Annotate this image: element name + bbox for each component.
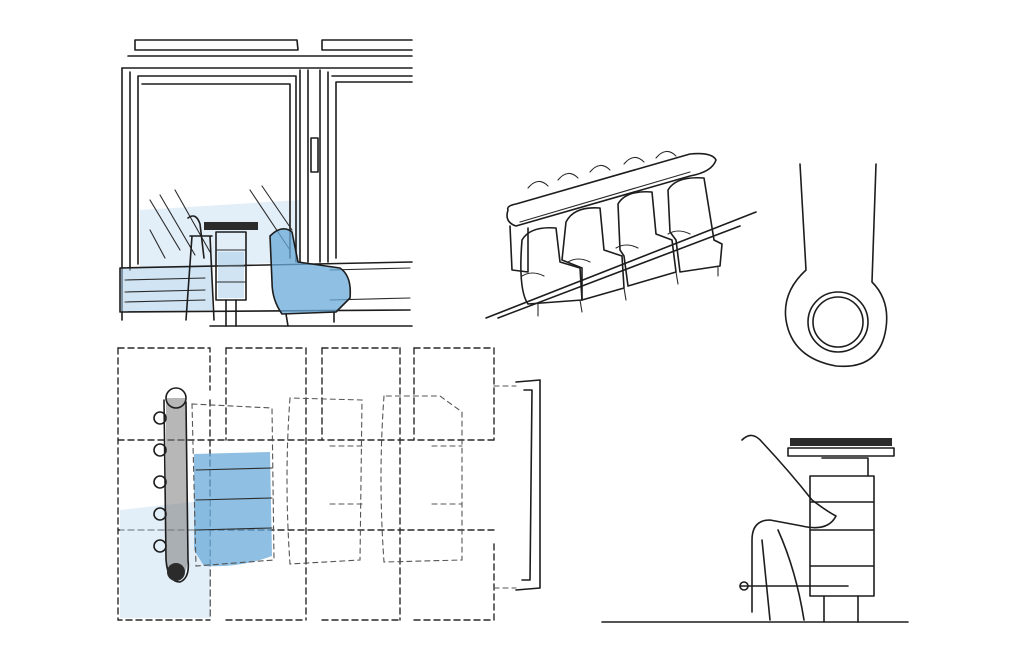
bar-table-pedestal xyxy=(215,231,247,301)
seat-rows xyxy=(191,395,463,567)
door-handle xyxy=(310,137,319,173)
stool-legs xyxy=(761,529,805,621)
counter-end-bottom xyxy=(167,563,185,581)
table-top xyxy=(790,438,892,446)
bar-stool xyxy=(185,215,215,321)
right-panel xyxy=(331,75,413,259)
window-frame xyxy=(137,75,297,265)
screen-wall-dash xyxy=(493,385,517,589)
crown-molding xyxy=(121,55,413,69)
wainscot xyxy=(119,261,413,313)
armchair-legs xyxy=(285,311,335,327)
seat-row-fill xyxy=(194,452,272,567)
counter-support xyxy=(509,225,529,273)
curved-wall-plan-detail xyxy=(784,163,888,368)
plan-stools xyxy=(153,411,167,553)
counter-plan xyxy=(163,399,190,583)
bar-table-top xyxy=(204,222,258,230)
counter-end-top xyxy=(165,387,187,409)
table-top-edge xyxy=(787,447,895,457)
stool-back xyxy=(741,434,837,613)
seat-armrests xyxy=(521,230,719,317)
pedestal-bands xyxy=(215,249,247,283)
seating-layout-plan xyxy=(117,347,541,621)
pedestal-wash xyxy=(218,252,244,298)
foot-rail-end xyxy=(739,581,749,591)
front-row-seats xyxy=(520,176,723,305)
base-wash xyxy=(120,266,212,312)
table-pedestal xyxy=(809,457,875,597)
cornice-right xyxy=(321,39,413,51)
pedestal-feet xyxy=(823,595,859,623)
column-inner xyxy=(812,296,864,348)
cornice-left xyxy=(134,39,299,51)
wainscot-lines xyxy=(124,267,411,303)
armchair xyxy=(269,228,352,315)
pedestal-base xyxy=(225,299,237,327)
counter-plan-shade xyxy=(165,398,188,580)
bar-counter xyxy=(506,152,717,227)
armchair-fill xyxy=(270,228,351,314)
bar-stool-side-elevation xyxy=(601,434,909,623)
counter-edge xyxy=(519,171,691,223)
center-pilaster xyxy=(299,69,329,263)
rear-row-backs xyxy=(527,150,677,189)
column-outer xyxy=(807,291,869,353)
interior-elevation-sketch xyxy=(119,39,413,327)
curved-wall-outline xyxy=(784,163,888,368)
window-wash xyxy=(140,200,300,268)
screen-wall xyxy=(515,379,541,591)
window-hatching xyxy=(149,185,293,259)
seat-divisions xyxy=(195,467,273,531)
theater-seating-perspective xyxy=(485,150,757,319)
